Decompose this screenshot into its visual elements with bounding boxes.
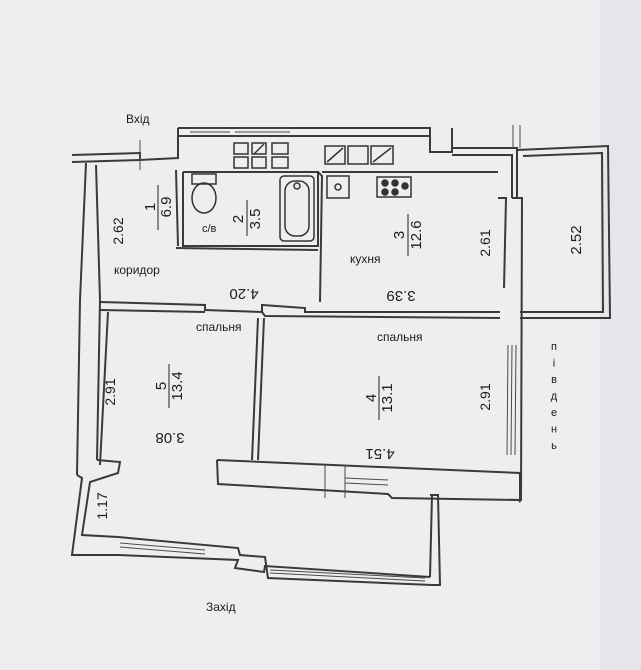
south-letter: в — [551, 374, 557, 386]
south-letter: н — [551, 424, 557, 436]
south-letter: д — [551, 391, 558, 403]
kitchen-width-dim: 3.39 — [386, 287, 415, 304]
bedroom-left-balcony-dim: 1.17 — [94, 492, 110, 519]
windows — [119, 125, 521, 582]
bedroom-right-height-dim: 2.91 — [477, 383, 493, 410]
kitchen-fixtures — [324, 145, 412, 199]
bedroom-left-area: 13.4 — [169, 371, 186, 400]
bedroom-right-area: 13.1 — [379, 383, 396, 412]
south-letter: і — [553, 358, 555, 370]
entrance-label: Вхід — [126, 112, 150, 126]
south-letter: ь — [551, 440, 557, 452]
bathroom-name: с/в — [202, 223, 217, 235]
south-letter: е — [551, 407, 557, 419]
bedroom-left-number: 5 — [153, 382, 170, 390]
kitchen-area: 12.6 — [408, 220, 425, 249]
bedroom-right-width-dim: 4.51 — [365, 445, 394, 462]
bathroom-number: 2 — [230, 215, 247, 223]
corridor-area: 6.9 — [158, 197, 175, 218]
corridor-height-dim: 2.62 — [110, 217, 126, 244]
bedroom-left-width-dim: 3.08 — [155, 429, 184, 446]
kitchen-number: 3 — [391, 231, 408, 239]
kitchen-balcony-dim: 2.52 — [568, 225, 585, 254]
bedroom-left-name: спальня — [196, 320, 242, 334]
corridor-name: коридор — [114, 263, 160, 277]
west-label: Захід — [206, 600, 236, 614]
bathroom-area: 3.5 — [247, 209, 264, 230]
bedroom-left-height-dim: 2.91 — [102, 378, 118, 405]
bathroom-fixtures — [191, 142, 315, 242]
kitchen-height-dim: 2.61 — [477, 229, 493, 256]
corridor-width-dim: 4.20 — [229, 285, 258, 302]
corridor-number: 1 — [142, 203, 159, 211]
south-letter: п — [551, 341, 557, 353]
outer-walls — [70, 127, 612, 586]
bedroom-right-number: 4 — [363, 394, 380, 402]
interior-walls — [99, 169, 501, 466]
bedroom-right-name: спальня — [377, 330, 423, 344]
kitchen-name: кухня — [350, 252, 381, 266]
